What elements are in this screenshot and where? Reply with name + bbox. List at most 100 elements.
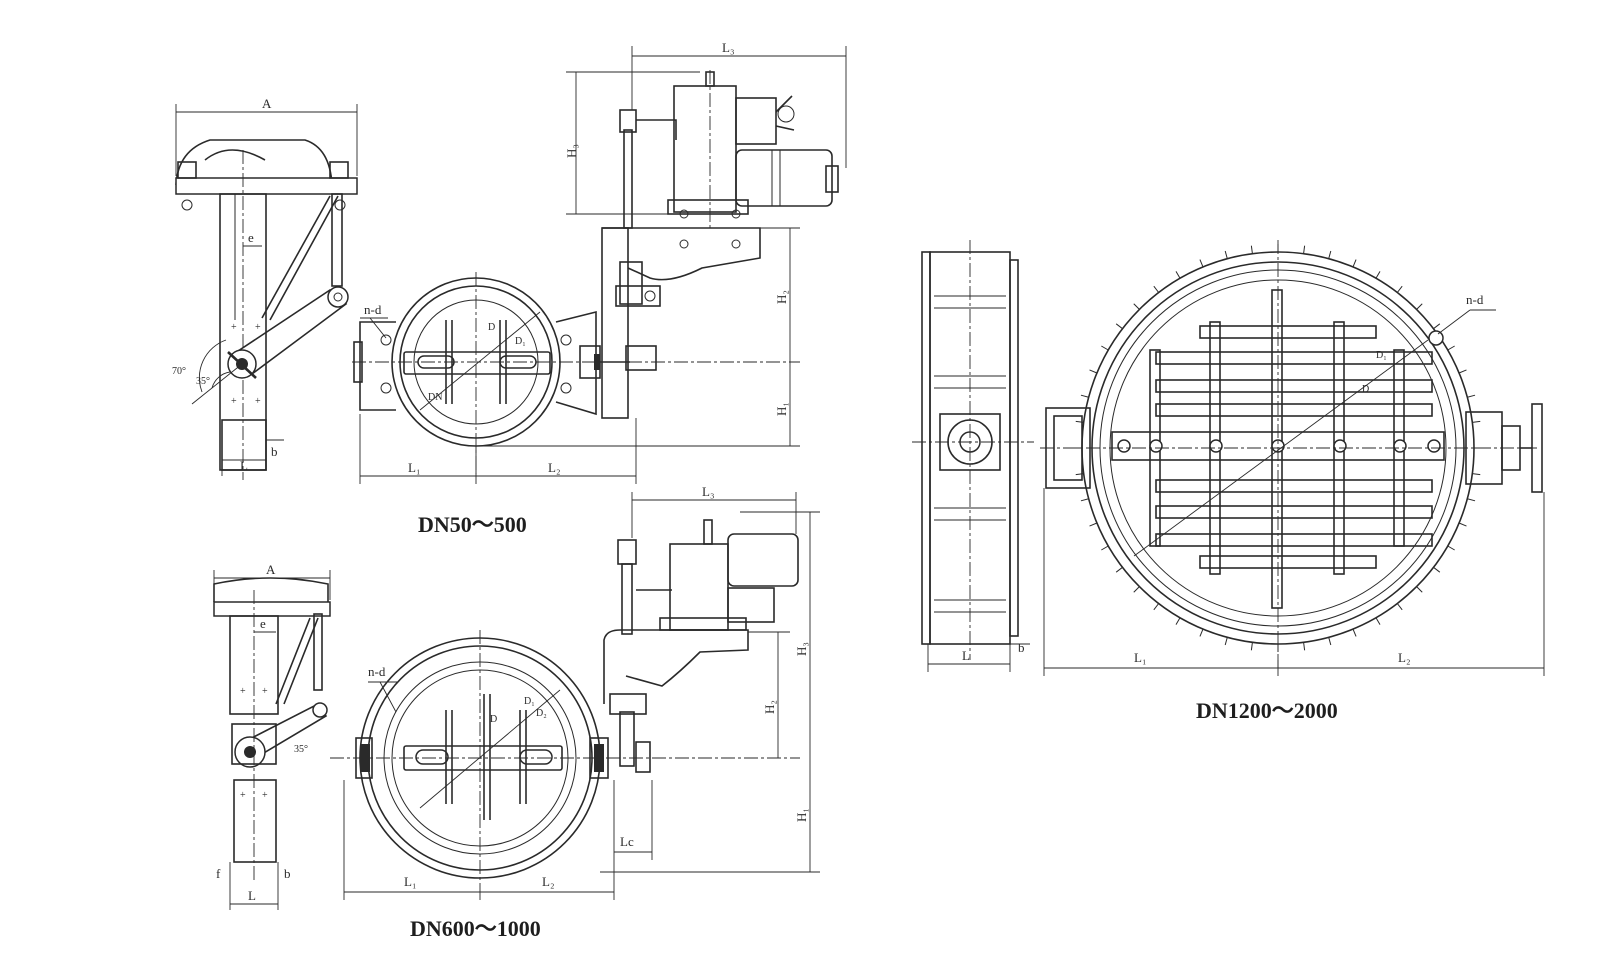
dim-b-label: b (271, 444, 278, 459)
ring-tick-marks (1074, 244, 1482, 652)
angle-35-label: 35° (196, 376, 210, 387)
ring-tick (1467, 394, 1476, 398)
ring-tick (1328, 250, 1332, 259)
svg-text:+: + (231, 396, 237, 407)
angle-70-label: 70° (172, 366, 186, 377)
ring-tick (1328, 637, 1332, 646)
svg-text:+: + (255, 322, 261, 333)
caption-dn50-500: DN50～500 (418, 512, 527, 537)
dim-e-label: e (248, 230, 254, 245)
ring-tick (1175, 617, 1181, 625)
front-view-dn600-1000: D D₁ D₂ n-d L₃ H₃ H₂ H₁ (330, 484, 820, 941)
svg-text:+: + (240, 790, 246, 801)
ring-tick (1472, 473, 1481, 476)
dim-D2-label-lower: D₂ (536, 708, 547, 719)
ring-tick (1199, 259, 1204, 268)
ring-tick (1458, 522, 1467, 527)
nd-label-lower: n-d (368, 664, 386, 679)
dim-D-label-right: D (1362, 384, 1369, 395)
ring-tick (1433, 323, 1441, 330)
dim-H3-label-lower: H₃ (794, 642, 809, 656)
dim-H3-label-top: H₃ (564, 144, 579, 158)
dim-D1-label: D₁ (515, 336, 526, 347)
dim-H1-label-lower: H₁ (794, 808, 809, 822)
dim-f-label: f (216, 866, 221, 881)
ring-tick (1458, 369, 1467, 374)
dim-L1-label-lower: L₁ (404, 874, 416, 889)
ring-tick (1080, 498, 1089, 502)
ring-tick (1352, 259, 1357, 268)
dim-D1-label-right: D₁ (1376, 350, 1387, 361)
ring-tick (1396, 603, 1403, 611)
dim-L1-label-right: L₁ (1134, 650, 1146, 665)
ring-tick (1153, 285, 1160, 293)
dim-L3-label-lower: L₃ (702, 484, 714, 499)
ring-tick (1133, 586, 1140, 593)
ring-tick (1153, 603, 1160, 611)
ring-tick (1115, 566, 1123, 573)
front-view-dn50-500: D D₁ DN n-d (352, 40, 847, 537)
ring-tick (1224, 250, 1228, 259)
ring-tick (1075, 473, 1084, 476)
ring-tick (1303, 245, 1306, 254)
dim-b-label-lower: b (284, 866, 291, 881)
svg-text:+: + (231, 322, 237, 333)
ring-tick (1224, 637, 1228, 646)
ring-tick (1447, 345, 1455, 351)
front-view-dn1200-2000: D D₁ n-d L₁ L₂ DN1200～2000 (1040, 240, 1545, 723)
ring-tick (1433, 566, 1441, 573)
ring-tick (1416, 586, 1423, 593)
dim-L-label-lower: L (248, 888, 256, 903)
ring-tick (1472, 420, 1481, 423)
ring-tick (1416, 303, 1423, 310)
dim-H2-label-lower: H₂ (762, 700, 777, 714)
side-view-dn1200-2000: L b (912, 240, 1034, 672)
ring-tick (1467, 498, 1476, 502)
ring-tick (1101, 545, 1109, 551)
dim-L3-label-top: L₃ (722, 40, 734, 55)
dim-L2-label-right: L₂ (1398, 650, 1410, 665)
side-view-dn600-1000: + + + + 35° A e L f b (213, 562, 331, 910)
ring-tick (1089, 522, 1098, 527)
ring-tick (1303, 642, 1306, 651)
ring-tick (1199, 628, 1204, 637)
dim-L-label-right: L (962, 648, 970, 663)
nd-label-top: n-d (364, 302, 382, 317)
dim-H2-label-top: H₂ (774, 290, 789, 304)
svg-text:+: + (262, 686, 268, 697)
ring-tick (1080, 394, 1089, 398)
dim-H1-label-top: H₁ (774, 402, 789, 416)
ring-tick (1115, 323, 1123, 330)
ring-tick (1133, 303, 1140, 310)
dim-D-label-lower: D (490, 714, 497, 725)
dim-A-label: A (262, 96, 272, 111)
ring-tick (1352, 628, 1357, 637)
ring-tick (1375, 617, 1381, 625)
dim-A-label-lower: A (266, 562, 276, 577)
ring-tick (1101, 345, 1109, 351)
side-view-dn50-500: + + + + 70° 35° A e L b (172, 96, 358, 480)
nd-label-right: n-d (1466, 292, 1484, 307)
svg-text:+: + (240, 686, 246, 697)
svg-text:+: + (255, 396, 261, 407)
ring-tick (1089, 369, 1098, 374)
dim-D1-label-lower: D₁ (524, 696, 535, 707)
ring-tick (1175, 271, 1181, 279)
dim-Lc-label: Lc (620, 834, 634, 849)
dim-e-label-lower: e (260, 616, 266, 631)
dim-b-label-right: b (1018, 640, 1025, 655)
ring-tick (1250, 245, 1253, 254)
angle-35-label-lower: 35° (294, 744, 308, 755)
dim-L2-label-top: L₂ (548, 460, 560, 475)
svg-text:+: + (262, 790, 268, 801)
dim-D-label: D (488, 322, 495, 333)
ring-tick (1447, 545, 1455, 551)
dim-DN-label: DN (428, 392, 442, 403)
caption-dn1200-2000: DN1200～2000 (1196, 698, 1338, 723)
ring-tick (1250, 642, 1253, 651)
dim-L-label: L (240, 458, 248, 473)
ring-tick (1396, 285, 1403, 293)
caption-dn600-1000: DN600～1000 (410, 916, 541, 941)
ring-tick (1375, 271, 1381, 279)
